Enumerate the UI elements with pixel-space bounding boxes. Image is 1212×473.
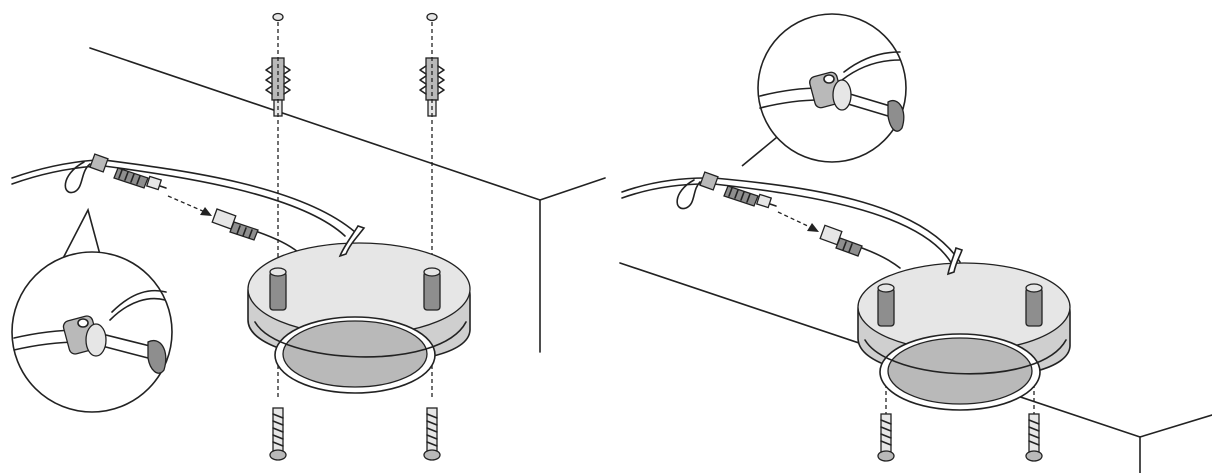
device-jack [819, 224, 901, 269]
power-cable [11, 153, 356, 237]
panel-ceiling-mount [11, 12, 606, 461]
sensor-device [247, 225, 471, 394]
connect-arrow [777, 211, 819, 232]
screw-right [423, 407, 441, 461]
panel-shelf-mount [619, 13, 1212, 473]
device-jack [211, 208, 299, 253]
detail-callout-cable-clip [11, 207, 173, 413]
shelf-surface [619, 262, 1212, 473]
sensor-device [857, 246, 1071, 411]
ceiling-surface [89, 47, 606, 353]
screw-left [877, 413, 895, 462]
connect-arrow [167, 195, 212, 216]
detail-callout-cable-clip [741, 13, 907, 167]
power-cable [621, 171, 961, 265]
screw-right [1025, 413, 1043, 462]
screw-left [269, 407, 287, 461]
